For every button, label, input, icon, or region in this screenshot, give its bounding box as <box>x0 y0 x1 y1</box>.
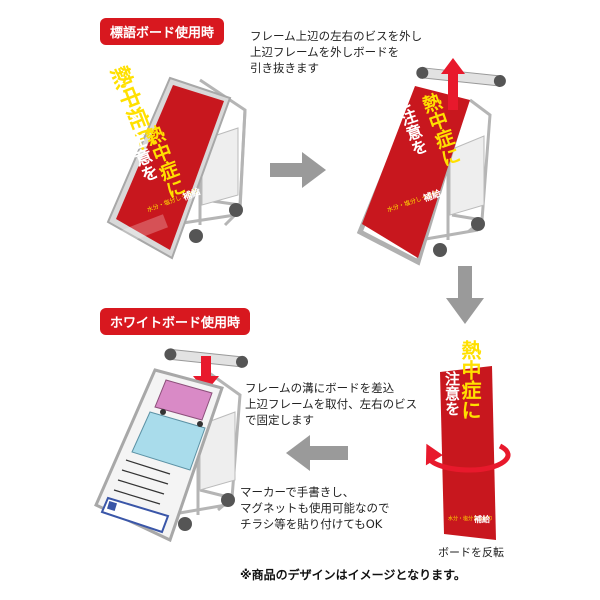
flip-board-caption: ボードを反転 <box>438 546 504 559</box>
poster-footer-1 <box>120 214 168 244</box>
stand-basket-2 <box>449 135 485 216</box>
caster-wheel-3a <box>221 493 235 507</box>
whiteboard-mode-text: ホワイトボード使用時 <box>110 316 241 331</box>
instruction-step3-line3: チラシ等を貼り付けてもOK <box>240 517 383 531</box>
flipped-poster-line1: 熱中症に <box>458 340 482 420</box>
instruction-step2-line3: で固定します <box>245 413 314 427</box>
poster-board-2 <box>362 86 470 258</box>
caster-wheel-2b <box>433 243 447 257</box>
instruction-step2-line2: 上辺フレームを取付、左右のビス <box>245 397 418 411</box>
sign-board-mode-text: 標語ボード使用時 <box>110 26 215 41</box>
flyer-logo <box>107 501 117 511</box>
sign-board-mode-label: 標語ボード使用時 <box>100 18 225 45</box>
magnet-dot-2 <box>197 421 203 427</box>
pink-magnet-panel <box>154 379 213 421</box>
instruction-step1: フレーム上辺の左右のビスを外し 上辺フレームを外しボードを 引き抜きます <box>250 28 422 76</box>
caster-wheel-1b <box>189 229 203 243</box>
caster-wheel-3b <box>178 517 192 531</box>
handwritten-notes <box>113 459 171 505</box>
flip-rotation-arrow <box>425 443 511 473</box>
instruction-step3-line2: マグネットも使用可能なので <box>240 501 390 515</box>
flyer-strip <box>100 496 170 534</box>
instruction-step1-line1: フレーム上辺の左右のビスを外し <box>250 29 423 43</box>
arrow-down <box>446 266 484 324</box>
arrow-right <box>270 152 326 188</box>
poster-board-1 <box>116 85 224 250</box>
blue-magnet-panel <box>131 411 206 471</box>
instruction-step2-line1: フレームの溝にボードを差込 <box>245 381 395 395</box>
instruction-step3: マーカーで手書きし、 マグネットも使用可能なので チラシ等を貼り付けてもOK <box>240 484 390 532</box>
instruction-step1-line3: 引き抜きます <box>250 61 319 75</box>
caster-wheel-2a <box>471 217 485 231</box>
design-footnote: ※商品のデザインはイメージとなります。 <box>240 568 466 582</box>
instruction-step3-line1: マーカーで手書きし、 <box>240 485 355 499</box>
flipped-poster-line2: ご注意を <box>443 355 461 416</box>
instruction-step1-line2: 上辺フレームを外しボードを <box>250 45 400 59</box>
instruction-step2: フレームの溝にボードを差込 上辺フレームを取付、左右のビス で固定します <box>245 380 417 428</box>
flipped-poster-sub-big: 補給 <box>473 514 491 524</box>
stand-basket-3 <box>199 411 236 491</box>
magnet-dot-1 <box>160 409 166 415</box>
caster-wheel-1a <box>229 203 243 217</box>
whiteboard-mode-label: ホワイトボード使用時 <box>100 308 251 335</box>
arrow-left <box>286 435 348 471</box>
pull-up-arrow <box>441 58 465 110</box>
flipped-poster-board <box>440 366 496 540</box>
flipped-poster-sub-small: 水分・塩分しっかり <box>448 515 493 522</box>
